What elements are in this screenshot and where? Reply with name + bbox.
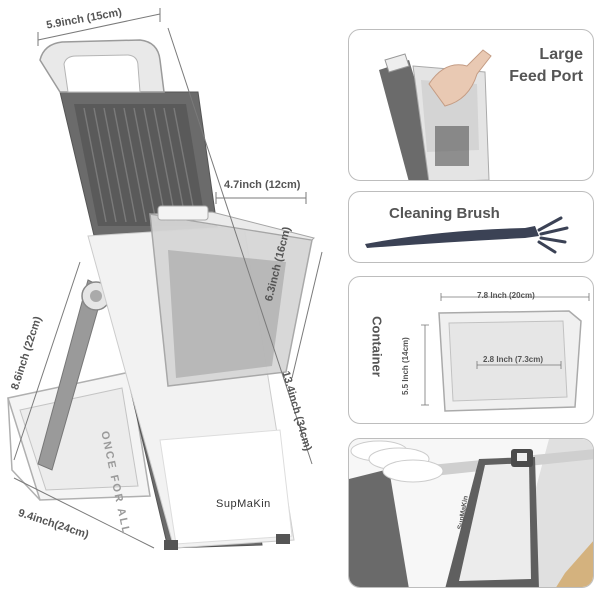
feed-port-label: Large Feed Port (509, 44, 583, 88)
container-label: Container (369, 316, 385, 377)
drawer-drawing (349, 439, 593, 587)
panel-container: Container 7.8 Inch (20cm) 5.5 Inch (14cm… (348, 276, 594, 424)
panel-cleaning-brush: Cleaning Brush (348, 191, 594, 263)
panel-drawer-storage: SupMaKin (348, 438, 594, 588)
feed-port-line2: Feed Port (509, 68, 583, 85)
feed-port-line1: Large (539, 46, 583, 63)
container-drawing (421, 293, 590, 412)
dim-feed-width: 4.7inch (12cm) (224, 179, 301, 191)
dimension-lines (13, 8, 323, 549)
carry-handle (39, 39, 165, 93)
container-width-dim: 7.8 Inch (20cm) (477, 291, 535, 300)
feed-port-drawing (379, 49, 492, 180)
storage-container (7, 371, 151, 501)
container-height-dim: 5.5 Inch (14cm) (401, 337, 410, 395)
container-inner-dim: 2.8 Inch (7.3cm) (483, 355, 544, 364)
panel-feed-port: Large Feed Port (348, 29, 594, 181)
brush-label: Cleaning Brush (389, 205, 500, 222)
brand-logo-text: SupMaKin (216, 498, 271, 510)
food-chute (149, 205, 315, 387)
folding-leg (37, 279, 111, 471)
brush-drawing (365, 216, 569, 254)
